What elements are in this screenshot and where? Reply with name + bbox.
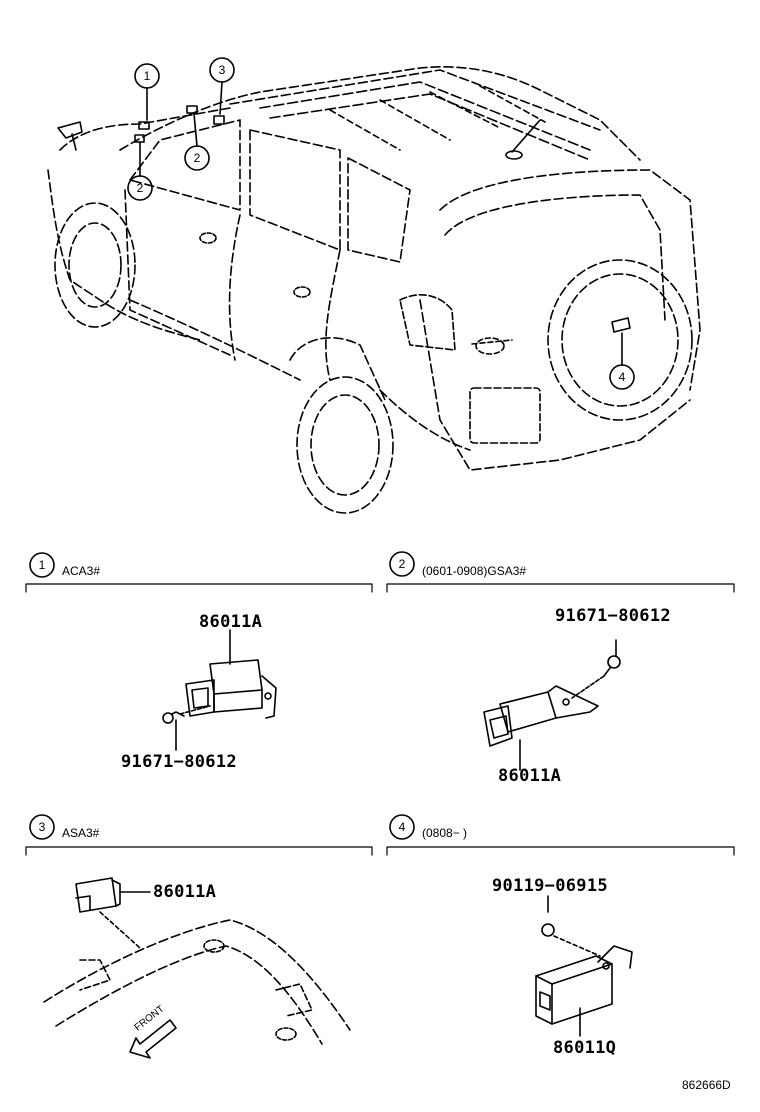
section-3-label: ASA3# — [62, 826, 100, 840]
section-2-label: (0601-0908)GSA3# — [422, 564, 527, 578]
part-number-label[interactable]: 91671−80612 — [121, 752, 237, 772]
part-number-label[interactable]: 86011Q — [553, 1038, 617, 1058]
callout-3: 3 — [218, 63, 226, 77]
callout-2: 2 — [136, 181, 144, 195]
section-1-number: 1 — [38, 558, 46, 572]
section-4-label: (0808− ) — [422, 826, 468, 840]
vehicle-illustration — [47, 66, 701, 514]
sensor-86011Q — [535, 895, 633, 1037]
part-number-label[interactable]: 86011A — [498, 766, 562, 786]
part-number-label[interactable]: 86011A — [153, 882, 217, 902]
part-number-label[interactable]: 90119−06915 — [492, 876, 608, 896]
sensor-86011A-aca3 — [162, 629, 277, 751]
section-4-number: 4 — [398, 820, 406, 834]
part-number-label[interactable]: 91671−80612 — [555, 606, 671, 626]
section-3-number: 3 — [38, 820, 46, 834]
callout-1: 1 — [143, 69, 151, 83]
part-number-label[interactable]: 86011A — [199, 612, 263, 632]
callout-2: 2 — [193, 151, 201, 165]
figure-code: 862666D — [682, 1078, 731, 1092]
section-2-number: 2 — [398, 557, 406, 571]
callout-4: 4 — [618, 370, 626, 384]
sensor-86011A-gsa3 — [483, 639, 621, 771]
sensor-86011A-asa3 — [43, 877, 351, 1059]
section-1-label: ACA3# — [62, 564, 101, 578]
